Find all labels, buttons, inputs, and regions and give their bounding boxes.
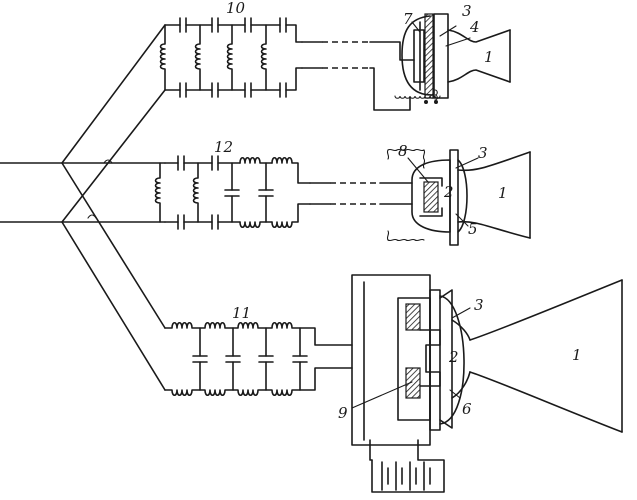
speaker-middle <box>386 148 531 246</box>
label-6: 6 <box>462 400 472 418</box>
label-7: 7 <box>403 10 413 28</box>
label-1-bottom: 1 <box>572 346 582 364</box>
label-3-middle: 3 <box>478 144 488 162</box>
label-2-bottom: 2 <box>448 348 459 366</box>
filter-10-network <box>159 17 415 111</box>
filter-12-label: 12 <box>214 138 233 156</box>
label-1-top: 1 <box>484 48 494 66</box>
input-lines <box>0 24 166 391</box>
label-9: 9 <box>338 404 348 422</box>
speaker-top <box>394 13 511 104</box>
shunt-inductors <box>159 24 267 91</box>
label-5: 5 <box>468 220 478 238</box>
filter-10-label: 10 <box>226 0 246 17</box>
filter-11-network <box>164 321 353 397</box>
label-3-top: 3 <box>462 2 472 20</box>
series-capacitors <box>179 17 287 98</box>
filter-12-network <box>154 155 413 230</box>
battery <box>381 461 431 491</box>
filter-11-label: 11 <box>232 304 251 322</box>
label-1-middle: 1 <box>498 184 508 202</box>
label-3-bottom: 3 <box>474 296 484 314</box>
label-4: 4 <box>469 18 480 36</box>
label-8: 8 <box>398 142 408 160</box>
label-2-middle: 2 <box>443 183 454 201</box>
speaker-bottom <box>351 274 623 493</box>
